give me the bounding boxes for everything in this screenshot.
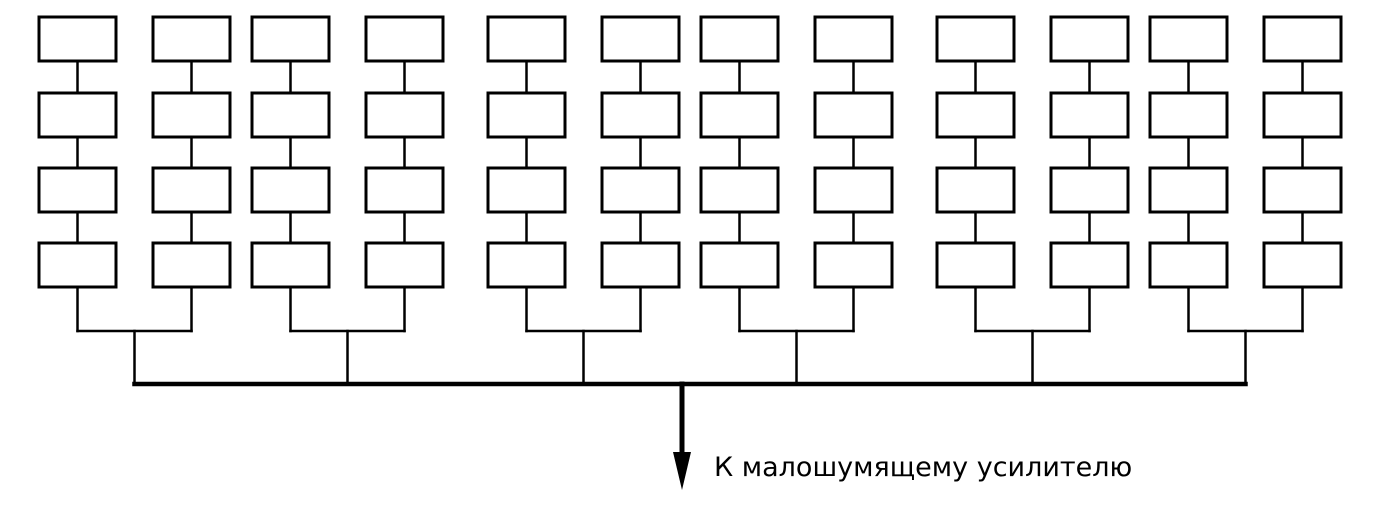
antenna-element-box [600,166,681,214]
antenna-element-box [699,166,780,214]
antenna-element-box [1049,91,1130,139]
antenna-element-box [935,241,1016,289]
antenna-element-box [1049,166,1130,214]
antenna-element-box [699,91,780,139]
antenna-element-box [1148,166,1229,214]
antenna-element-box [813,166,894,214]
antenna-element-box [699,241,780,289]
antenna-element-box [699,15,780,63]
antenna-element-box [813,241,894,289]
antenna-element-box [37,15,118,63]
antenna-element-box [600,241,681,289]
antenna-element-box [1262,241,1343,289]
antenna-element-box [364,166,445,214]
antenna-element-box [364,241,445,289]
antenna-element-box [37,241,118,289]
antenna-element-box [1049,241,1130,289]
antenna-element-box [151,91,232,139]
antenna-element-box [935,15,1016,63]
antenna-element-box [486,241,567,289]
antenna-element-box [250,15,331,63]
antenna-element-box [1262,166,1343,214]
antenna-element-box [1049,15,1130,63]
antenna-element-box [1148,15,1229,63]
antenna-element-box [250,166,331,214]
antenna-element-box [813,15,894,63]
antenna-element-box [37,91,118,139]
antenna-element-box [1148,241,1229,289]
antenna-element-box [250,241,331,289]
output-arrow-icon [673,452,691,490]
antenna-element-box [935,166,1016,214]
antenna-element-box [364,91,445,139]
antenna-element-box [151,166,232,214]
antenna-element-box [486,91,567,139]
antenna-element-box [486,15,567,63]
antenna-element-box [151,241,232,289]
antenna-element-box [37,166,118,214]
output-label: К малошумящему усилителю [714,452,1133,483]
antenna-element-box [1262,15,1343,63]
antenna-element-box [600,91,681,139]
antenna-element-box [600,15,681,63]
antenna-element-box [1148,91,1229,139]
antenna-element-box [486,166,567,214]
antenna-element-box [813,91,894,139]
antenna-element-box [1262,91,1343,139]
antenna-element-box [250,91,331,139]
antenna-element-box [364,15,445,63]
antenna-element-box [935,91,1016,139]
antenna-element-box [151,15,232,63]
